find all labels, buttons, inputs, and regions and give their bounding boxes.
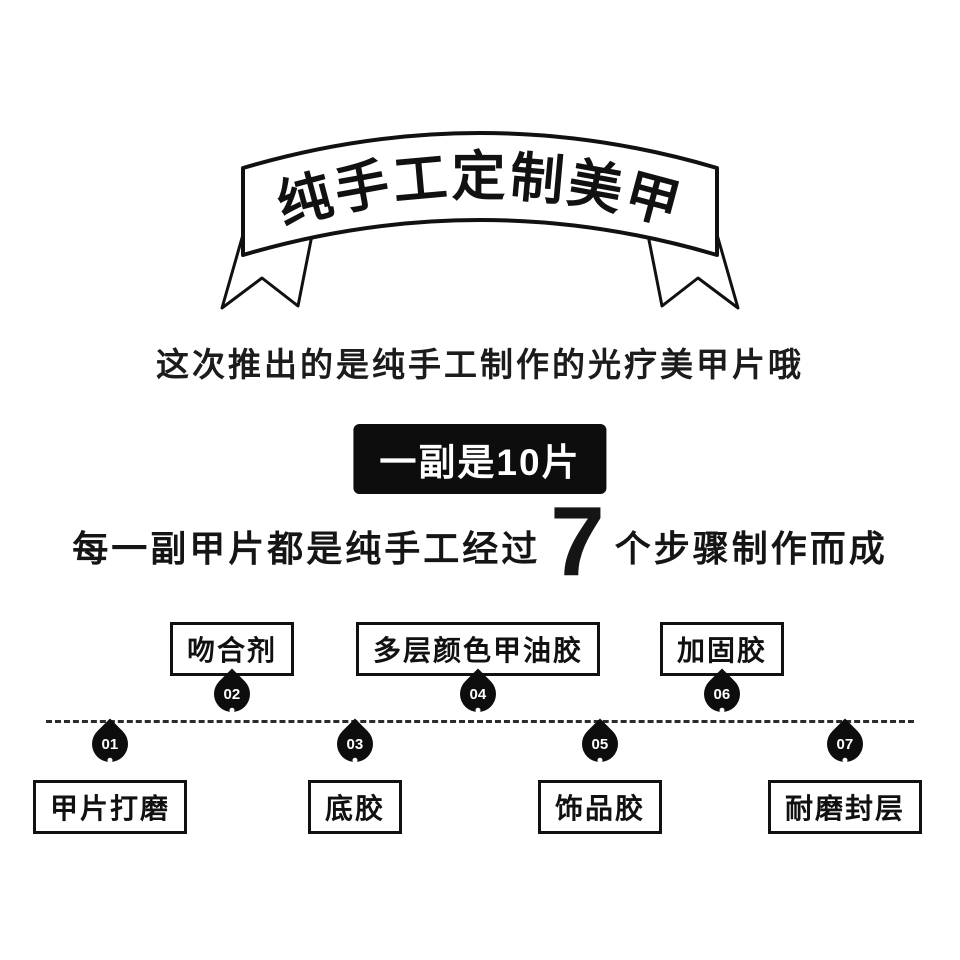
step-label: 多层颜色甲油胶	[372, 635, 583, 666]
steps-count: 7	[550, 486, 605, 596]
drop-highlight-dot	[228, 706, 236, 714]
process-timeline: 01 甲片打磨 吻合剂 02 03 底胶	[0, 600, 960, 900]
step-label: 甲片打磨	[50, 793, 171, 824]
step-number: 01	[101, 735, 119, 753]
step-label: 耐磨封层	[784, 793, 905, 824]
step-drop-marker: 05	[574, 718, 626, 770]
step-number: 04	[469, 685, 487, 703]
dashed-axis	[46, 720, 914, 723]
step-label-box: 饰品胶	[537, 780, 663, 834]
step-number: 07	[836, 735, 854, 753]
drop-highlight-dot	[596, 756, 604, 764]
drop-highlight-dot	[106, 756, 114, 764]
step-label-box: 耐磨封层	[767, 780, 922, 834]
step-drop-marker: 01	[84, 718, 136, 770]
step-drop-marker: 07	[819, 718, 871, 770]
quantity-badge: 一副是10片	[353, 424, 607, 494]
step-drop-marker: 06	[696, 668, 748, 720]
step-label-box: 甲片打磨	[33, 780, 188, 834]
step-label: 底胶	[324, 793, 386, 824]
step-label-box: 底胶	[307, 780, 403, 834]
step-drop-marker: 03	[329, 718, 381, 770]
drop-highlight-dot	[841, 756, 849, 764]
drop-highlight-dot	[474, 706, 482, 714]
step-drop-marker: 04	[452, 668, 504, 720]
step-number: 03	[346, 735, 364, 753]
step-label: 饰品胶	[554, 793, 646, 824]
step-label-box: 多层颜色甲油胶	[355, 622, 600, 676]
step-label: 加固胶	[677, 635, 768, 666]
subtitle-text: 这次推出的是纯手工制作的光疗美甲片哦	[156, 346, 804, 383]
step-label-box: 吻合剂	[170, 622, 295, 676]
ribbon-band	[241, 131, 719, 257]
step-number: 05	[591, 735, 609, 753]
drop-highlight-dot	[351, 756, 359, 764]
ribbon-banner: 纯手工定制美甲	[220, 131, 740, 310]
step-label-box: 加固胶	[660, 622, 785, 676]
drop-highlight-dot	[718, 706, 726, 714]
step-label: 吻合剂	[187, 635, 278, 666]
steps-summary-prefix: 每一副甲片都是纯手工经过	[72, 528, 541, 569]
steps-summary-suffix: 个步骤制作而成	[614, 528, 888, 569]
step-drop-marker: 02	[206, 668, 258, 720]
step-number: 06	[713, 685, 731, 703]
step-number: 02	[223, 685, 241, 703]
